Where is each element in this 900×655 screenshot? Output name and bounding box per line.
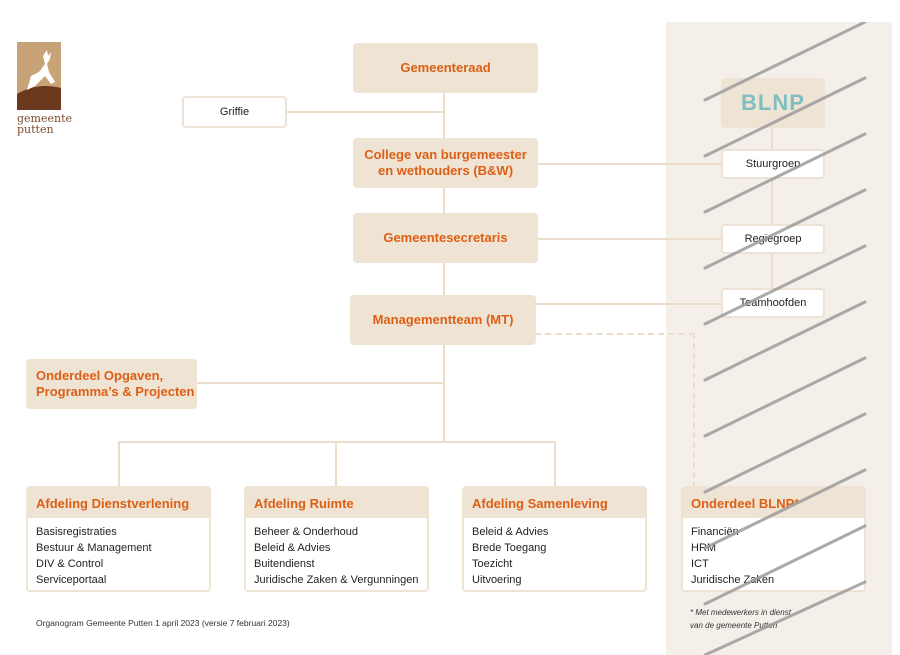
department-items: Basisregistraties Bestuur & Management D…	[28, 518, 209, 594]
stuurgroep-label: Stuurgroep	[745, 158, 801, 170]
department-item: Beheer & Onderhoud	[254, 526, 358, 538]
department-title: Afdeling Dienstverlening	[28, 488, 209, 518]
department-item: Brede Toegang	[472, 542, 547, 554]
logo-wordmark: gemeente putten	[17, 113, 72, 135]
connector-horizontal-depts	[118, 441, 556, 443]
department-item: DIV & Control	[36, 558, 104, 570]
department-item: Juridische Zaken	[691, 574, 775, 586]
connector-vertical-main	[443, 92, 445, 442]
onderdeel-opgaven-box: Onderdeel Opgaven, Programma’s & Project…	[26, 359, 197, 409]
connector-dept-2	[335, 441, 337, 487]
department-item: Buitendienst	[254, 558, 315, 570]
department-card: Afdeling Samenleving Beleid & Advies Bre…	[462, 486, 647, 592]
department-item: Juridische Zaken & Vergunningen	[254, 574, 419, 586]
college-label-line-2: en wethouders (B&W)	[377, 163, 514, 178]
connector-college-blnp	[537, 163, 723, 165]
department-item: Beleid & Advies	[254, 542, 331, 554]
department-items: Beleid & Advies Brede Toegang Toezicht U…	[464, 518, 645, 594]
college-label-line-1: College van burgemeester	[364, 147, 527, 162]
stuurgroep-box: Stuurgroep	[721, 149, 825, 179]
connector-griffie	[286, 111, 444, 113]
gemeenteraad-box: Gemeenteraad	[353, 43, 538, 93]
gemeentesecretaris-label: Gemeentesecretaris	[383, 230, 508, 245]
department-item: Serviceportaal	[36, 574, 107, 586]
managementteam-box: Managementteam (MT)	[350, 295, 536, 345]
griffie-label: Griffie	[219, 106, 250, 118]
department-item: Bestuur & Management	[36, 542, 152, 554]
department-title: Afdeling Ruimte	[246, 488, 427, 518]
blnp-logo-text: BLNP	[741, 90, 805, 115]
gemeenteraad-label: Gemeenteraad	[400, 60, 491, 75]
department-card: Afdeling Ruimte Beheer & Onderhoud Belei…	[244, 486, 429, 592]
blnp-logo-box: BLNP	[721, 78, 825, 128]
department-items: Financiën HRM ICT Juridische Zaken	[683, 518, 864, 594]
department-title: Afdeling Samenleving	[464, 488, 645, 518]
department-items: Beheer & Onderhoud Beleid & Advies Buite…	[246, 518, 427, 594]
hatch-overlay	[703, 22, 867, 655]
department-card: Afdeling Dienstverlening Basisregistrati…	[26, 486, 211, 592]
department-item: ICT	[691, 558, 709, 570]
footnote-line-2: van de gemeente Putten	[690, 621, 778, 630]
blnp-footnote: * Met medewerkers in dienst van de gemee…	[690, 606, 791, 632]
gemeente-putten-logo	[17, 42, 61, 110]
department-item: Toezicht	[472, 558, 513, 570]
department-item: Uitvoering	[472, 574, 522, 586]
footer-caption: Organogram Gemeente Putten 1 april 2023 …	[36, 618, 290, 628]
connector-dept-3	[554, 441, 556, 487]
connector-secretaris-blnp	[537, 238, 723, 240]
connector-mt-blnp	[535, 303, 723, 305]
footnote-line-1: * Met medewerkers in dienst	[690, 608, 791, 617]
connector-dept-1	[118, 441, 120, 487]
department-item: Beleid & Advies	[472, 526, 549, 538]
gemeentesecretaris-box: Gemeentesecretaris	[353, 213, 538, 263]
managementteam-label: Managementteam (MT)	[372, 312, 514, 327]
connector-dashed-vertical	[693, 333, 695, 488]
connector-dashed-horizontal	[535, 333, 695, 335]
onderdeel-opgaven-label-line-1: Onderdeel Opgaven,	[36, 368, 164, 383]
department-item: Basisregistraties	[36, 526, 117, 538]
college-box: College van burgemeester en wethouders (…	[353, 138, 538, 188]
logo-line-1: gemeente	[17, 112, 73, 125]
onderdeel-opgaven-label-line-2: Programma’s & Projecten	[36, 384, 195, 399]
department-item: Financiën	[691, 526, 739, 538]
connector-blnp-vertical	[771, 128, 773, 288]
logo-line-2: putten	[17, 123, 54, 136]
connector-onderdeel	[196, 382, 444, 384]
deer-logo-icon	[17, 42, 61, 110]
griffie-box: Griffie	[182, 96, 287, 128]
teamhoofden-box: Teamhoofden	[721, 288, 825, 318]
